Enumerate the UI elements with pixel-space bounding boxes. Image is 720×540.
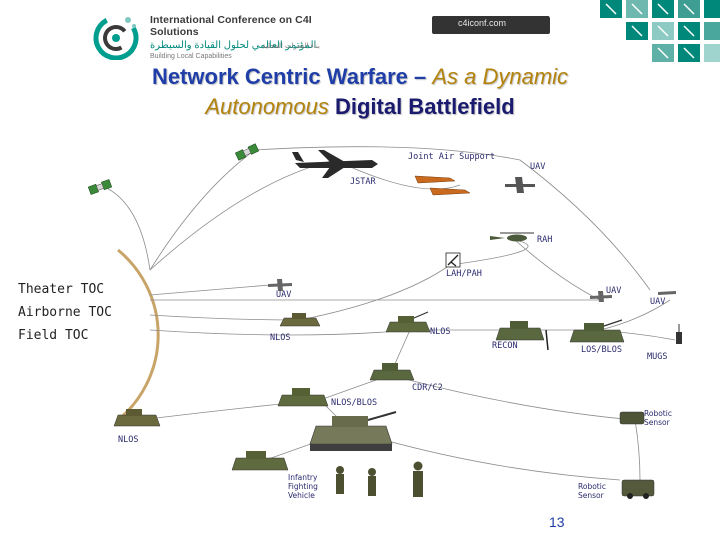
corner-pattern-decoration (540, 0, 720, 72)
field-toc-label: Field TOC (18, 328, 89, 343)
airborne-toc-label: Airborne TOC (18, 305, 112, 320)
conference-url[interactable]: c4iconf.com (458, 18, 507, 28)
nlos-blos-label: NLOS/BLOS (331, 398, 378, 408)
conference-name: International Conference on C4I Solution… (150, 14, 312, 38)
theater-toc-label: Theater TOC (18, 282, 105, 297)
robotic-sensor-right-icon (619, 411, 645, 425)
title-part-4: Digital Battlefield (328, 94, 515, 119)
conference-tagline-arabic: بناء القدرات المحلية (262, 42, 320, 50)
recon-label: RECON (492, 341, 518, 351)
fighter-jet-icon (414, 175, 471, 196)
page-number: 13 (549, 514, 565, 530)
los-blos-label: LOS/BLOS (581, 345, 622, 355)
infantry-soldiers-icon (336, 461, 423, 497)
title-part-1: Network Centric Warfare – (151, 64, 433, 89)
conference-tagline: Building Local Capabilities (150, 53, 232, 60)
uav-top-label: UAV (530, 162, 546, 172)
uav-right-label: UAV (606, 286, 622, 296)
conference-logo (93, 15, 139, 60)
url-banner (432, 16, 550, 34)
jstar-label: JSTAR (350, 177, 376, 187)
nlos-left-vehicle-icon (279, 313, 321, 327)
nlos-left-label: NLOS (270, 333, 291, 343)
uav-small-far-right-icon (658, 291, 676, 295)
nlos-bottom-vehicle-icon (113, 409, 161, 427)
infantry-fighting-vehicle-icon (309, 411, 397, 451)
nlos-tank-bottom-icon (231, 451, 289, 471)
rah-helicopter-icon (490, 232, 534, 242)
cdr-c2-label: CDR/C2 (412, 383, 443, 393)
rah-label: RAH (537, 235, 553, 245)
nlos-center-vehicle-icon (385, 311, 431, 333)
los-blos-vehicle-icon (569, 319, 625, 343)
uav-left-label: UAV (276, 290, 292, 300)
joint-air-support-label: Joint Air Support (408, 152, 495, 162)
lah-pah-label: LAH/PAH (446, 269, 482, 279)
uav-small-right-icon (590, 291, 612, 302)
nlos-blos-vehicle-icon (277, 388, 329, 407)
slide-title: Network Centric Warfare – As a Dynamic A… (60, 62, 660, 122)
conference-name-arabic: المؤتمر العالمي لحلول القيادة والسيطرة (150, 40, 317, 51)
title-part-3: Autonomous (205, 94, 329, 119)
toc-arc (117, 248, 160, 422)
mugs-sensor-icon (676, 324, 682, 344)
robotic-sensor-right-label: Robotic Sensor (644, 409, 672, 427)
nlos-center-label: NLOS (430, 327, 451, 337)
robotic-sensor-bottom-icon (621, 479, 655, 499)
jstar-aircraft-icon (292, 150, 378, 178)
title-part-2: As a Dynamic (432, 64, 569, 89)
uav-far-right-label: UAV (650, 297, 666, 307)
uav-small-left-icon (268, 279, 292, 291)
infantry-fighting-vehicle-label: Infantry Fighting Vehicle (288, 473, 318, 500)
uav-aircraft-icon (505, 177, 535, 193)
toc-list: Theater TOC Airborne TOC Field TOC (18, 278, 112, 347)
mugs-label: MUGS (647, 352, 668, 362)
robotic-sensor-bottom-label: Robotic Sensor (578, 482, 606, 500)
recon-vehicle-icon (495, 321, 549, 351)
cdr-c2-vehicle-icon (369, 363, 415, 381)
lah-pah-helicopter-icon (445, 252, 461, 268)
satellite-left-icon (87, 179, 113, 195)
satellite-top-icon (234, 143, 260, 161)
nlos-bottom-label: NLOS (118, 435, 139, 445)
